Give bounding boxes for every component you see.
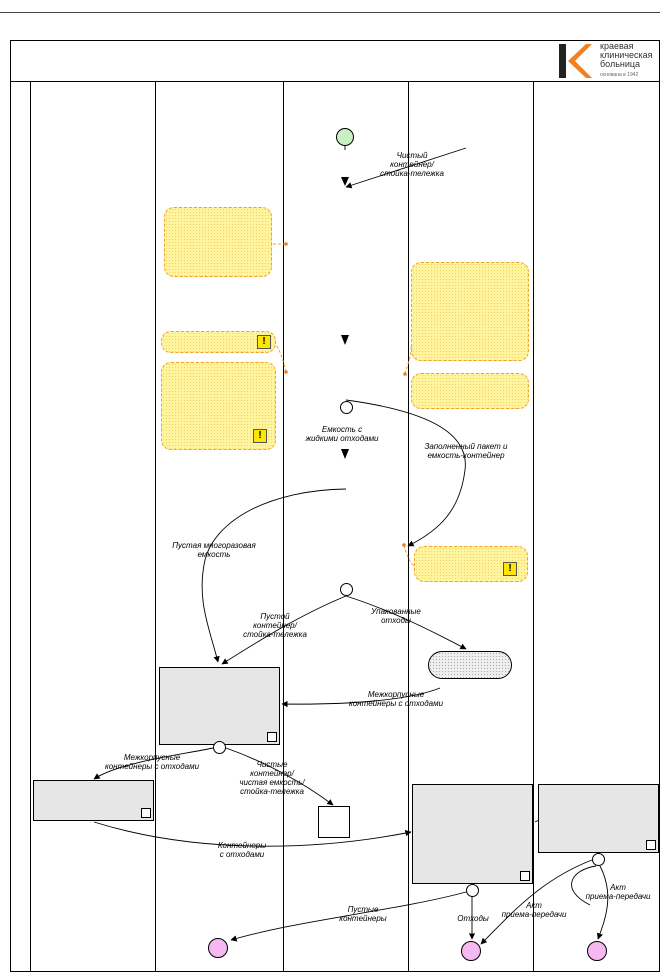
logo-line-2: клиническая (600, 50, 653, 60)
annotation-dot (284, 370, 288, 374)
warning-icon: ! (253, 429, 267, 443)
note-box: ! (161, 362, 276, 450)
logo-text: краевая клиническая больница (600, 42, 653, 69)
connector (345, 595, 467, 650)
hospital-logo: краевая клиническая больница основана в … (556, 42, 656, 80)
connector (201, 488, 347, 663)
annotation-dot (402, 543, 406, 547)
end-event (461, 941, 481, 961)
flow-label: Пустая многоразовая емкость (172, 541, 256, 559)
lane-divider (30, 82, 31, 972)
process-box (33, 780, 154, 821)
flow-label: Заполненный пакет и емкость-контейнер (424, 442, 508, 460)
note-box (411, 373, 529, 409)
end-event (587, 941, 607, 961)
logo-founded: основана в 1942 (600, 72, 639, 78)
lane-divider (533, 82, 534, 972)
lane-divider (155, 82, 156, 972)
top-rule (0, 12, 660, 13)
flow-label: Упакованные отходы (371, 607, 421, 625)
flow-triangle (341, 449, 349, 459)
warning-icon: ! (503, 562, 517, 576)
connector (597, 865, 609, 940)
note-box: ! (161, 331, 276, 353)
flow-label: Межкорпусные контейнеры с отходами (348, 690, 444, 708)
note-box (411, 262, 529, 361)
connector (345, 147, 467, 189)
note-box: ! (414, 546, 528, 582)
logo-k-icon (559, 44, 592, 78)
document-box (318, 806, 350, 838)
flow-label: Акт приема-передачи (501, 901, 567, 919)
flow-label: Чистые контейнер/ чистая емкость/ стойка… (239, 760, 305, 796)
flow-label: Емкость с жидкими отходами (305, 425, 379, 443)
connector (93, 747, 214, 780)
subprocess-marker (267, 732, 277, 742)
connector (230, 891, 467, 942)
junction-circle (466, 884, 479, 897)
flow-label: Отходы (457, 914, 489, 923)
warning-icon: ! (257, 335, 271, 349)
flow-label: Межкорпусные контейнеры с отходами (104, 753, 200, 771)
note-box (164, 207, 272, 277)
process-box (412, 784, 533, 884)
annotation-link (404, 344, 412, 375)
flow-label: Пустой контейнер/ стойка-тележка (243, 612, 307, 639)
junction-circle (213, 741, 226, 754)
flow-triangle (341, 335, 349, 345)
process-box (538, 784, 659, 853)
connector (480, 859, 593, 945)
junction-circle (340, 583, 353, 596)
connector (534, 819, 540, 823)
logo-line-3: больница (600, 59, 641, 69)
flow-label: Чистый контейнер/ стойка-тележка (380, 151, 444, 178)
lane-divider (283, 82, 284, 972)
annotation-link (275, 344, 287, 373)
swimlane-header (10, 40, 660, 82)
lane-divider (408, 82, 409, 972)
junction-circle (592, 853, 605, 866)
flow-label: Пустые контейнеры (339, 905, 387, 923)
connector (93, 821, 412, 847)
terminator-shape (428, 651, 512, 679)
subprocess-marker (520, 871, 530, 881)
connector (345, 399, 466, 547)
process-box (159, 667, 280, 745)
connector (571, 865, 597, 906)
flow-triangle (341, 177, 349, 186)
subprocess-marker (141, 808, 151, 818)
flow-label: Акт приема-передачи (585, 883, 651, 901)
connector (225, 747, 334, 806)
end-event (208, 938, 228, 958)
logo-line-1: краевая (600, 41, 634, 51)
annotation-dot (403, 372, 407, 376)
start-event (336, 128, 354, 146)
connector (221, 595, 347, 665)
annotation-dot (284, 242, 288, 246)
subprocess-marker (646, 840, 656, 850)
flow-label: Контейнеры с отходами (217, 841, 267, 859)
junction-circle (340, 401, 353, 414)
annotation-link (403, 544, 415, 566)
connector (281, 687, 441, 708)
